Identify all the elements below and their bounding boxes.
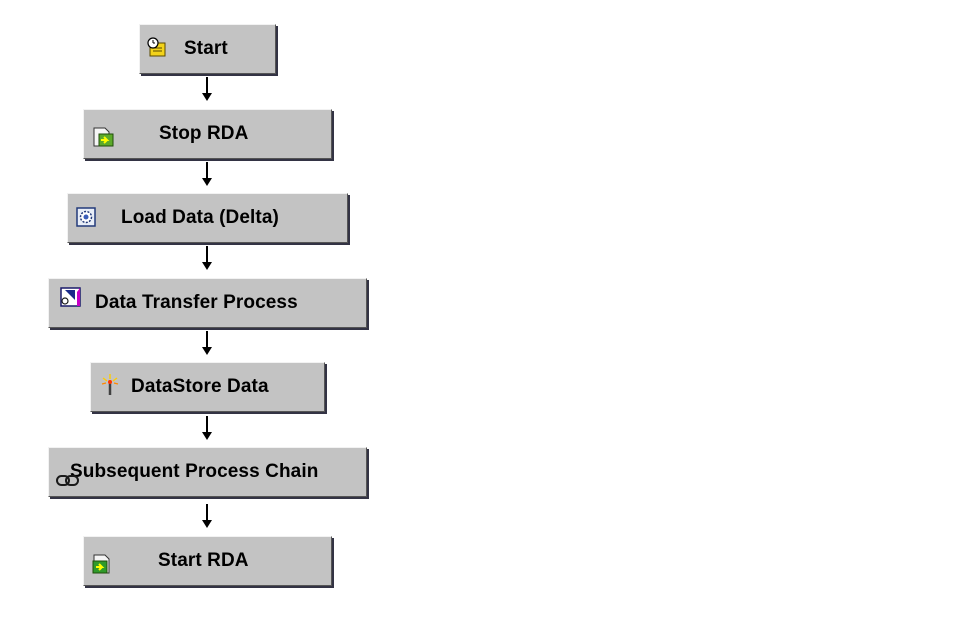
start-rda-icon [91,553,115,580]
node-label: Data Transfer Process [95,292,298,313]
node-start-rda[interactable]: Start RDA [83,536,332,586]
node-subsequent-process-chain[interactable]: Subsequent Process Chain [48,447,367,497]
data-transfer-icon [59,286,83,313]
chain-link-icon [55,472,81,495]
node-label: Subsequent Process Chain [70,461,319,482]
node-start[interactable]: Start [139,24,276,74]
magic-wand-icon [99,373,121,402]
stop-rda-icon [91,126,115,153]
node-label: Load Data (Delta) [121,207,279,228]
node-label: Start [184,38,228,59]
node-load-data[interactable]: Load Data (Delta) [67,193,348,243]
node-label: Stop RDA [159,123,249,144]
start-clock-icon [146,37,168,64]
gear-icon [75,206,97,233]
node-label: DataStore Data [131,376,269,397]
node-data-transfer-process[interactable]: Data Transfer Process [48,278,367,328]
node-datastore-data[interactable]: DataStore Data [90,362,325,412]
node-stop-rda[interactable]: Stop RDA [83,109,332,159]
node-label: Start RDA [158,550,249,571]
